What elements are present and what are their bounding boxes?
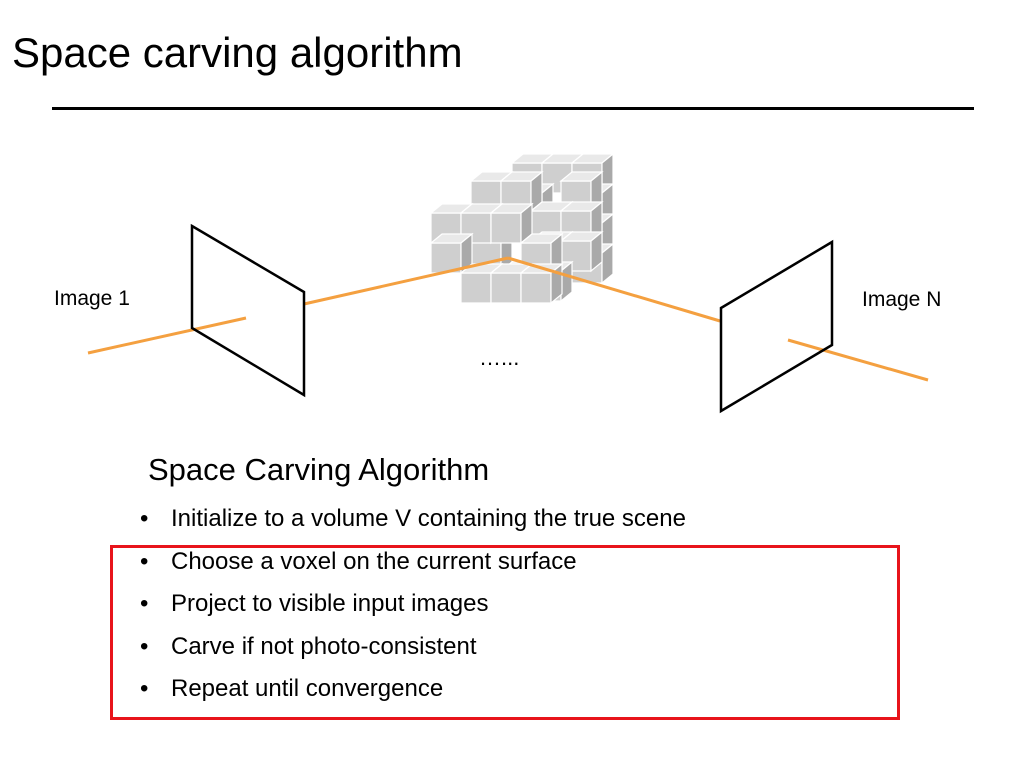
- ray-right-outer: [787, 338, 929, 382]
- list-item: • Choose a voxel on the current surface: [140, 546, 686, 589]
- list-item: • Initialize to a volume V containing the…: [140, 503, 686, 546]
- image-first-label: Image 1: [54, 287, 130, 310]
- bullet: •: [140, 590, 149, 617]
- title-rule: [52, 107, 974, 110]
- algorithm-heading: Space Carving Algorithm: [148, 452, 490, 487]
- ray-left-inner: [303, 256, 509, 306]
- list-item: • Project to visible input images: [140, 588, 686, 631]
- image-plane-first: [190, 223, 306, 398]
- projection-rays: [87, 256, 929, 382]
- algorithm-steps: • Initialize to a volume V containing the…: [140, 503, 686, 716]
- bullet: •: [140, 675, 149, 702]
- image-last-label: Image N: [862, 288, 942, 311]
- loop-highlight-box: [110, 545, 900, 720]
- step-text: Repeat until convergence: [171, 675, 444, 702]
- more-images-ellipsis: …...: [479, 345, 520, 370]
- bullet: •: [140, 505, 149, 532]
- step-text: Initialize to a volume V containing the …: [171, 505, 686, 532]
- camera-diagram: [87, 153, 929, 414]
- step-text: Project to visible input images: [171, 590, 489, 617]
- list-item: • Repeat until convergence: [140, 673, 686, 716]
- bullet: •: [140, 547, 149, 575]
- list-item: • Carve if not photo-consistent: [140, 631, 686, 674]
- step-text: Choose a voxel on the current surface: [171, 547, 577, 575]
- bullet: •: [140, 632, 149, 660]
- slide-title: Space carving algorithm: [12, 29, 463, 76]
- step-text: Carve if not photo-consistent: [171, 632, 477, 660]
- ray-left-outer: [87, 316, 247, 355]
- image-plane-last: [719, 239, 834, 414]
- ray-right-inner: [507, 256, 721, 323]
